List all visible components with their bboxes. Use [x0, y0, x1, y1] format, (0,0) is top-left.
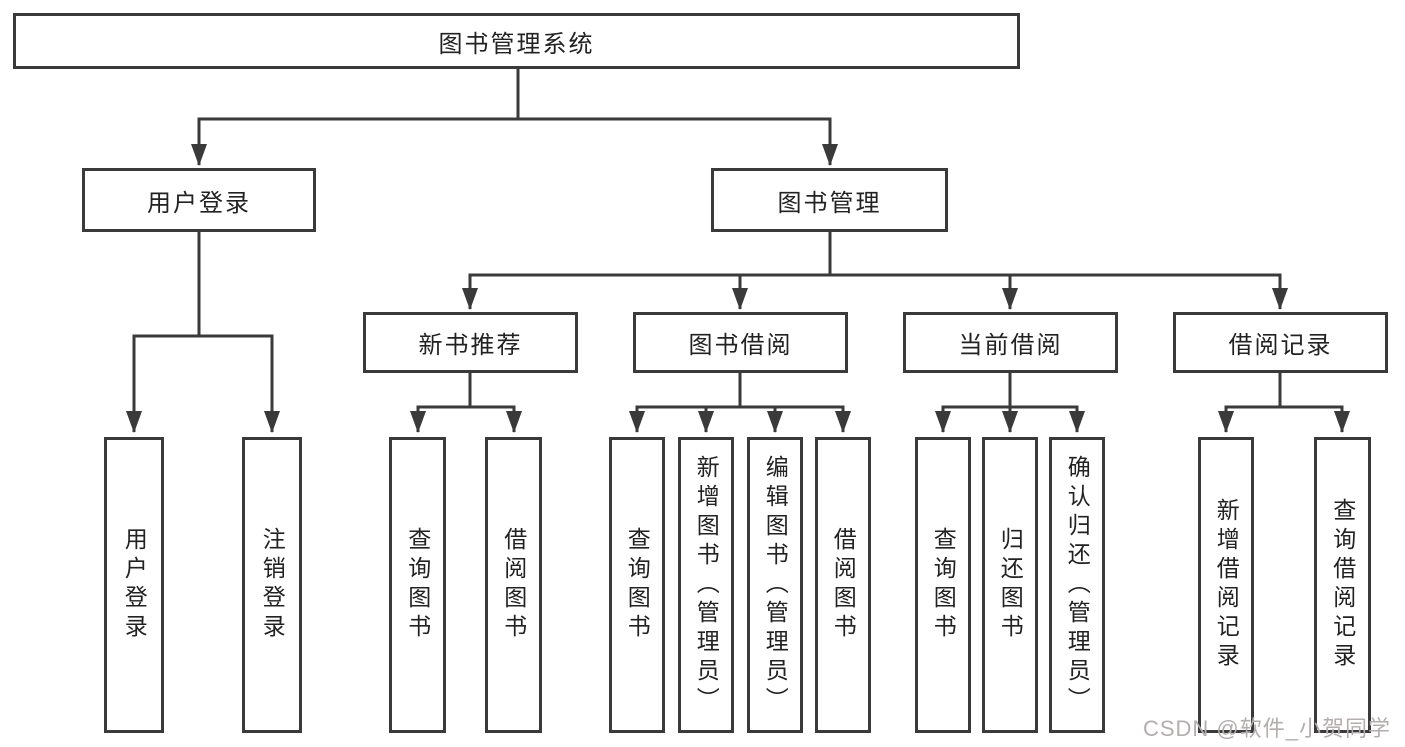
node-book-management-label: 图书管理 [777, 189, 882, 217]
node-current-borrowing-label: 当前借阅 [958, 332, 1063, 359]
node-current-borrowing: 当前借阅 [903, 312, 1118, 373]
leaf-recommend-query-book: 查询图书 [389, 437, 446, 733]
node-book-borrowing: 图书借阅 [633, 312, 848, 373]
node-user-login: 用户登录 [82, 168, 316, 232]
leaf-current-confirm-return-admin-label: 确认归还（管理员） [1064, 454, 1091, 716]
leaf-records-add-borrow-record: 新增借阅记录 [1198, 437, 1254, 733]
leaf-current-query-book-label: 查询图书 [930, 527, 957, 643]
leaf-recommend-query-book-label: 查询图书 [404, 527, 431, 643]
csdn-watermark: CSDN @软件_小贺同学 [1142, 716, 1391, 741]
leaf-borrowing-query-book-label: 查询图书 [624, 527, 651, 643]
leaf-logout-label: 注销登录 [259, 527, 286, 643]
node-book-management: 图书管理 [711, 168, 948, 232]
node-root-system: 图书管理系统 [13, 13, 1020, 69]
leaf-user-login: 用户登录 [104, 437, 164, 733]
leaf-borrowing-query-book: 查询图书 [609, 437, 665, 733]
leaf-borrowing-borrow-book: 借阅图书 [815, 437, 871, 733]
leaf-borrowing-borrow-book-label: 借阅图书 [830, 527, 857, 643]
node-borrow-records: 借阅记录 [1173, 312, 1388, 373]
leaf-current-confirm-return-admin: 确认归还（管理员） [1049, 437, 1105, 733]
node-root-system-label: 图书管理系统 [438, 30, 595, 58]
leaf-current-return-book: 归还图书 [982, 437, 1038, 733]
leaf-logout: 注销登录 [242, 437, 302, 733]
leaf-records-add-borrow-record-label: 新增借阅记录 [1213, 498, 1240, 672]
leaf-borrowing-edit-book-admin: 编辑图书（管理员） [747, 437, 803, 733]
leaf-borrowing-add-book-admin: 新增图书（管理员） [678, 437, 734, 733]
leaf-records-query-borrow-record-label: 查询借阅记录 [1329, 498, 1356, 672]
node-new-book-recommend: 新书推荐 [363, 312, 578, 373]
node-borrow-records-label: 借阅记录 [1228, 332, 1333, 359]
leaf-borrowing-edit-book-admin-label: 编辑图书（管理员） [762, 454, 789, 716]
leaf-current-return-book-label: 归还图书 [997, 527, 1024, 643]
node-book-borrowing-label: 图书借阅 [688, 332, 793, 359]
leaf-current-query-book: 查询图书 [915, 437, 971, 733]
node-user-login-label: 用户登录 [147, 189, 251, 217]
leaf-records-query-borrow-record: 查询借阅记录 [1314, 437, 1371, 733]
leaf-user-login-label: 用户登录 [121, 527, 148, 643]
leaf-borrowing-add-book-admin-label: 新增图书（管理员） [693, 454, 720, 716]
node-new-book-recommend-label: 新书推荐 [418, 332, 523, 359]
leaf-recommend-borrow-book: 借阅图书 [485, 437, 542, 733]
leaf-recommend-borrow-book-label: 借阅图书 [500, 527, 527, 643]
